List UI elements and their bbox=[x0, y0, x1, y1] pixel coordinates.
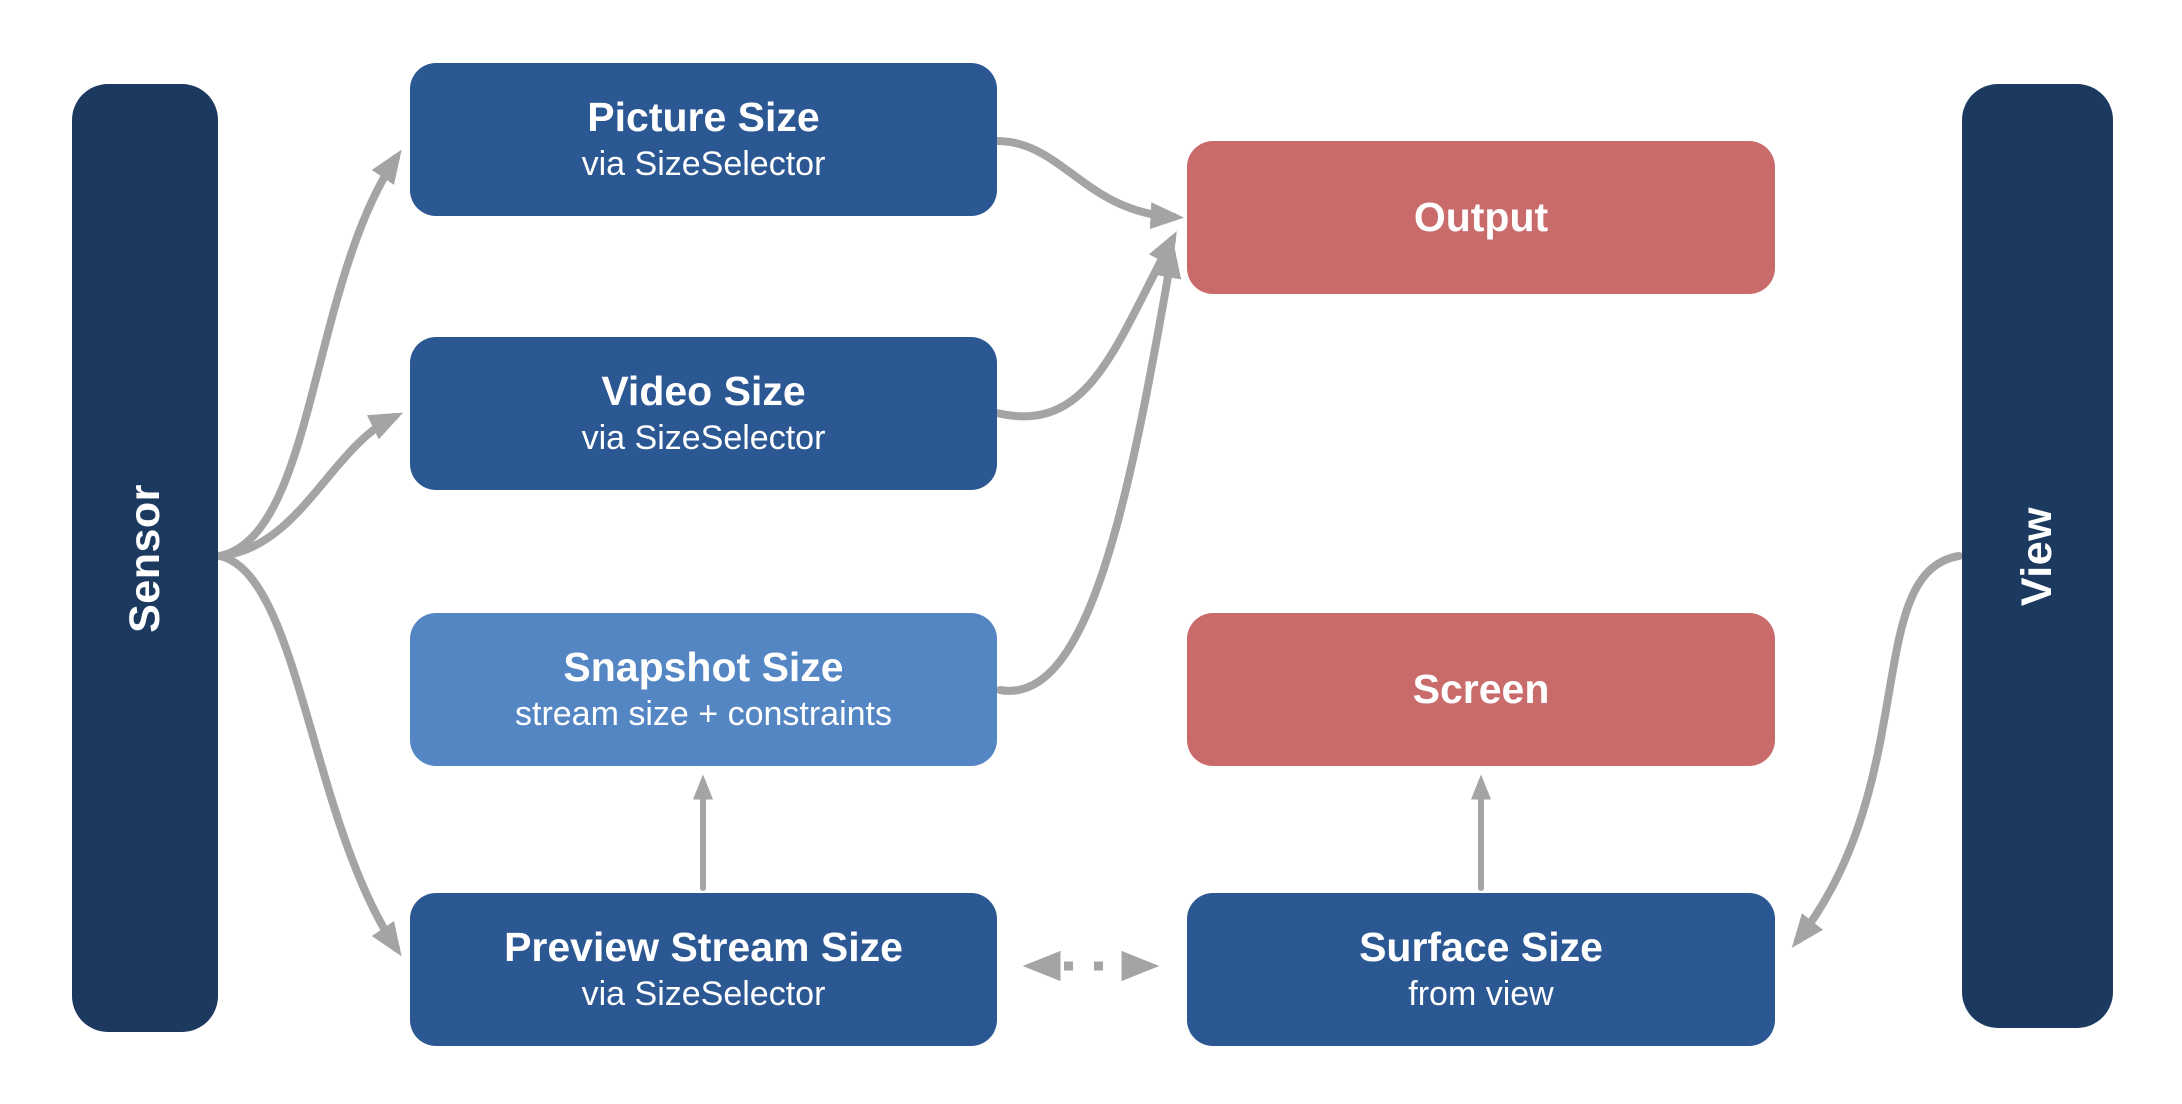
edge-sensor-to-picture-size bbox=[216, 149, 402, 560]
edge-picture-size-to-output bbox=[993, 137, 1185, 230]
node-output-title: Output bbox=[1413, 193, 1549, 240]
node-preview-stream-size-title: Preview Stream Size bbox=[504, 924, 903, 971]
node-picture-size-title: Picture Size bbox=[587, 94, 820, 141]
sensor-bar-label: Sensor bbox=[120, 483, 169, 633]
node-snapshot-size-title: Snapshot Size bbox=[563, 644, 844, 691]
node-snapshot-size: Snapshot Size stream size + constraints bbox=[410, 613, 997, 766]
node-video-size-title: Video Size bbox=[601, 368, 806, 415]
view-bar-label: View bbox=[2013, 506, 2061, 606]
node-screen-title: Screen bbox=[1412, 665, 1550, 712]
node-video-size-subtitle: via SizeSelector bbox=[581, 419, 826, 458]
edge-snapshot-size-to-output bbox=[996, 244, 1182, 695]
node-picture-size-subtitle: via SizeSelector bbox=[581, 145, 826, 184]
edge-sensor-to-video-size bbox=[216, 412, 404, 560]
node-output: Output bbox=[1187, 141, 1775, 294]
node-preview-stream-size-subtitle: via SizeSelector bbox=[581, 975, 826, 1014]
node-screen: Screen bbox=[1187, 613, 1775, 766]
node-sensor-bar: Sensor bbox=[72, 84, 218, 1032]
edge-video-size-to-output bbox=[993, 231, 1177, 421]
node-surface-size: Surface Size from view bbox=[1187, 893, 1775, 1046]
node-surface-size-title: Surface Size bbox=[1359, 924, 1603, 971]
node-surface-size-subtitle: from view bbox=[1408, 975, 1554, 1014]
node-video-size: Video Size via SizeSelector bbox=[410, 337, 997, 490]
edge-view-to-surface-size bbox=[1791, 552, 1963, 948]
node-snapshot-size-subtitle: stream size + constraints bbox=[515, 695, 892, 734]
node-picture-size: Picture Size via SizeSelector bbox=[410, 63, 997, 216]
node-view-bar: View bbox=[1962, 84, 2113, 1028]
node-preview-stream-size: Preview Stream Size via SizeSelector bbox=[410, 893, 997, 1046]
edge-sensor-to-preview-stream-size bbox=[216, 552, 402, 957]
